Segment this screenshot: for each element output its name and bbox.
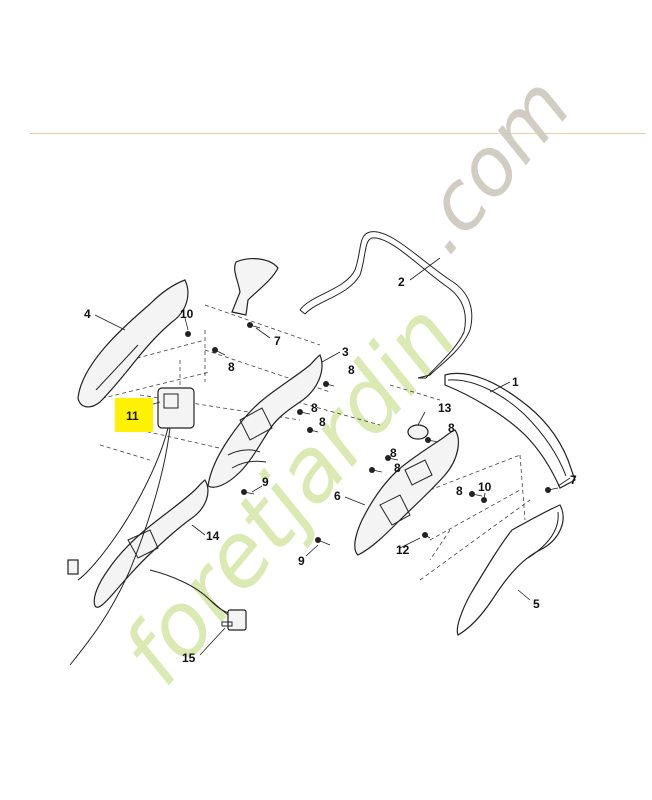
plug-part [209, 599, 247, 631]
callout-8-h: 8 [456, 484, 463, 498]
callout-2: 2 [398, 275, 405, 289]
watermark-com-text: .com [391, 60, 588, 270]
callout-10-a: 10 [180, 307, 194, 321]
callout-14: 14 [206, 529, 220, 543]
callout-8-g: 8 [394, 461, 401, 475]
callout-13: 13 [438, 401, 452, 415]
callout-8-f: 8 [390, 446, 397, 460]
callout-11-highlighted: 11 [126, 409, 139, 423]
top-clamp-part [231, 258, 279, 316]
callout-7-a: 7 [274, 334, 281, 348]
callout-15: 15 [182, 651, 196, 665]
callout-1: 1 [512, 375, 519, 389]
callout-8-c: 8 [311, 401, 318, 415]
left-side-cover [77, 279, 189, 408]
leader-lines [94, 257, 571, 656]
callout-8-a: 8 [228, 360, 235, 374]
assembly-guide-lines [94, 304, 531, 581]
long-grip-bar [444, 372, 576, 489]
knob-part [407, 424, 429, 440]
callout-labels: 1 2 3 4 5 6 7 7 8 8 8 8 8 8 8 8 9 9 10 1… [84, 275, 577, 665]
callout-4: 4 [84, 307, 91, 321]
callout-10-b: 10 [478, 480, 492, 494]
top-divider-line [30, 133, 646, 134]
callout-8-e: 8 [448, 421, 455, 435]
upper-handle-bar [299, 231, 473, 379]
callout-6: 6 [334, 489, 341, 503]
switch-box-assembly [67, 387, 195, 666]
callout-8-b: 8 [348, 363, 355, 377]
callout-3: 3 [342, 345, 349, 359]
callout-5: 5 [533, 597, 540, 611]
callout-9-b: 9 [298, 554, 305, 568]
callout-7-b: 7 [570, 473, 577, 487]
fasteners [185, 322, 559, 546]
callout-9-a: 9 [262, 475, 269, 489]
lower-cover-part [456, 504, 564, 636]
callout-8-d: 8 [319, 415, 326, 429]
callout-12: 12 [396, 543, 410, 557]
highlight-box [115, 398, 153, 432]
